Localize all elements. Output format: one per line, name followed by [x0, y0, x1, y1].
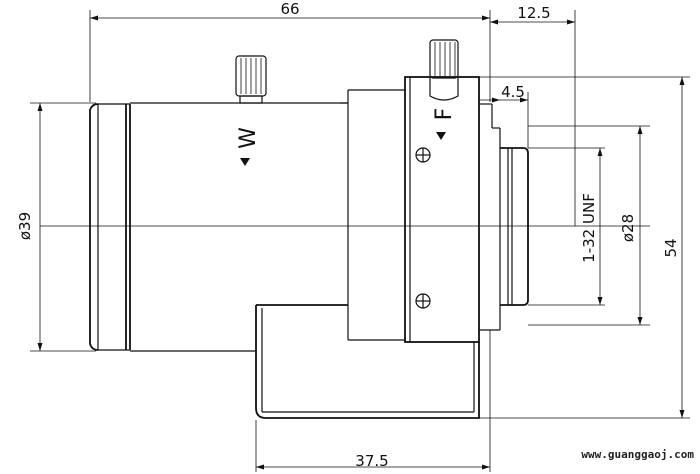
dimension-12-5-label: 12.5 [517, 4, 550, 22]
zoom-knob [235, 55, 267, 104]
dimension-4-5 [479, 92, 529, 148]
dimension-54-label: 54 [662, 238, 680, 257]
dimension-thread [528, 147, 605, 306]
screw-icon [415, 293, 431, 309]
mount-thread [500, 147, 529, 306]
zoom-arrow-icon [240, 158, 250, 166]
focus-ring [404, 76, 501, 343]
dimension-66 [89, 10, 491, 102]
focus-knob [429, 39, 459, 101]
dimension-dia-39-label: ø39 [16, 212, 34, 240]
dimension-dia-28-label: ø28 [619, 214, 637, 242]
iris-housing [255, 304, 480, 419]
focus-mark-label: F [432, 108, 457, 121]
watermark: www.guanggaoj.com [581, 448, 694, 461]
dimension-37-5-label: 37.5 [355, 452, 388, 470]
dimension-dia-39 [30, 102, 96, 352]
focus-arrow-icon [436, 132, 446, 140]
dimension-66-label: 66 [280, 0, 299, 18]
middle-barrel [340, 89, 405, 341]
dimension-37-5 [255, 330, 491, 472]
front-barrel [89, 102, 348, 352]
dimension-thread-label: 1-32 UNF [580, 193, 598, 263]
zoom-mark-label: W [236, 127, 261, 149]
dimension-54 [479, 76, 690, 419]
dimension-12-5 [490, 10, 576, 226]
screw-icon [415, 147, 431, 163]
dimension-4-5-label: 4.5 [501, 83, 525, 101]
dimension-dia-28 [528, 125, 650, 326]
